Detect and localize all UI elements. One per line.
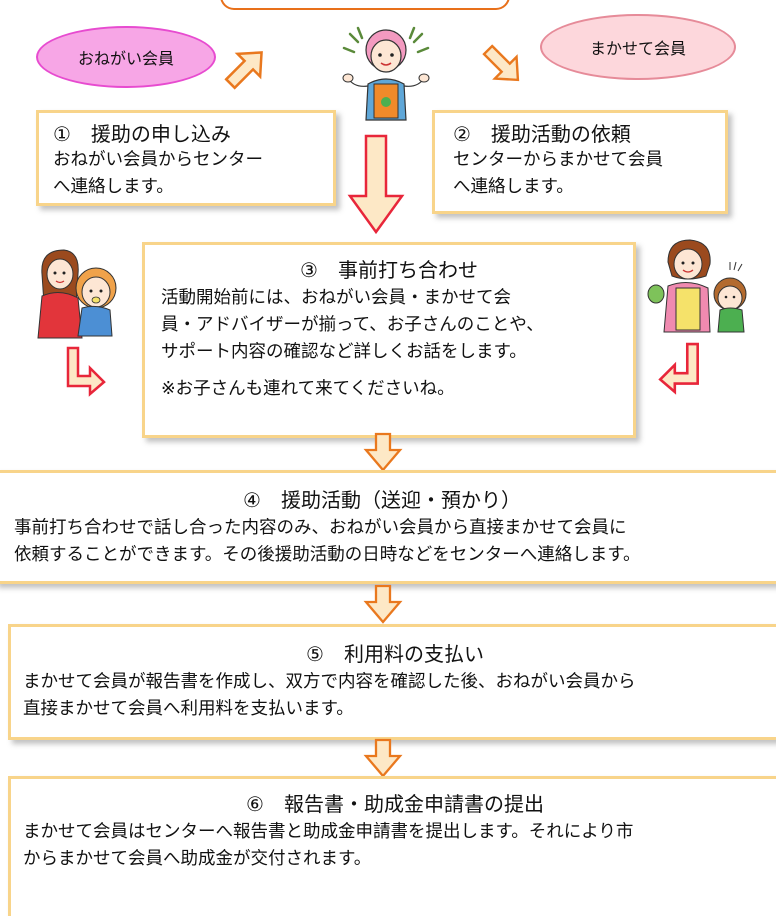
arrow-down-right-icon — [482, 44, 520, 82]
step2-title: ② 援助活動の依頼 — [453, 122, 631, 146]
step3-box: ③ 事前打ち合わせ 活動開始前には、おねがい会員・まかせて会 員・アドバイザーが… — [142, 242, 636, 438]
step5-line-2: 直接まかせて会員へ利用料を支払います。 — [23, 699, 354, 719]
step3-title: ③ 事前打ち合わせ — [300, 258, 478, 282]
mother-with-baby-icon — [37, 249, 117, 339]
down-arrow-icon — [363, 432, 403, 472]
step1-line-2: へ連絡します。 — [53, 177, 174, 197]
step5-box: ⑤ 利用料の支払い まかせて会員が報告書を作成し、双方で内容を確認した後、おねが… — [8, 624, 776, 740]
step6-line-1: まかせて会員はセンターへ報告書と助成金申請書を提出します。それにより市 — [23, 822, 634, 842]
step2-line-1: センターからまかせて会員 — [453, 150, 663, 170]
advisor-person-icon — [342, 26, 430, 121]
top-banner-edge — [220, 0, 510, 10]
requesting-member-label: おねがい会員 — [77, 49, 174, 68]
step5-title: ⑤ 利用料の支払い — [306, 642, 484, 666]
down-arrow-icon — [363, 738, 403, 778]
arrow-up-right-icon — [224, 51, 263, 90]
step4-title: ④ 援助活動（送迎・預かり） — [243, 488, 521, 512]
step2-box: ② 援助活動の依頼 センターからまかせて会員 へ連絡します。 — [432, 110, 728, 214]
step4-line-1: 事前打ち合わせで話し合った内容のみ、おねがい会員から直接まかせて会員に — [14, 518, 627, 538]
center-down-arrow-icon — [347, 134, 405, 235]
caregiver-with-child-icon — [647, 239, 747, 333]
requesting-member-oval: おねがい会員 — [36, 26, 216, 88]
step6-box: ⑥ 報告書・助成金申請書の提出 まかせて会員はセンターへ報告書と助成金申請書を提… — [8, 776, 776, 916]
step6-title: ⑥ 報告書・助成金申請書の提出 — [246, 792, 544, 816]
step4-box: ④ 援助活動（送迎・預かり） 事前打ち合わせで話し合った内容のみ、おねがい会員か… — [0, 470, 776, 584]
step3-note: ※お子さんも連れて来てくださいね。 — [161, 379, 455, 399]
step2-line-2: へ連絡します。 — [453, 177, 574, 197]
step1-title: ① 援助の申し込み — [53, 122, 231, 146]
supporting-member-oval: まかせて会員 — [540, 14, 736, 80]
supporting-member-label: まかせて会員 — [589, 39, 686, 58]
step6-line-2: からまかせて会員へ助成金が交付されます。 — [23, 849, 372, 869]
step5-line-1: まかせて会員が報告書を作成し、双方で内容を確認した後、おねがい会員から — [23, 672, 636, 692]
step1-box: ① 援助の申し込み おねがい会員からセンター へ連絡します。 — [36, 110, 336, 206]
step3-line-3: サポート内容の確認など詳しくお話をします。 — [161, 342, 527, 362]
step1-line-1: おねがい会員からセンター — [53, 150, 263, 170]
right-bend-arrow-icon — [658, 342, 699, 395]
down-arrow-icon — [363, 584, 403, 624]
step3-line-2: 員・アドバイザーが揃って、お子さんのことや、 — [161, 315, 544, 335]
step3-line-1: 活動開始前には、おねがい会員・まかせて会 — [161, 288, 511, 308]
step4-line-2: 依頼することができます。その後援助活動の日時などをセンターへ連絡します。 — [14, 545, 641, 565]
left-bend-arrow-icon — [66, 346, 106, 397]
